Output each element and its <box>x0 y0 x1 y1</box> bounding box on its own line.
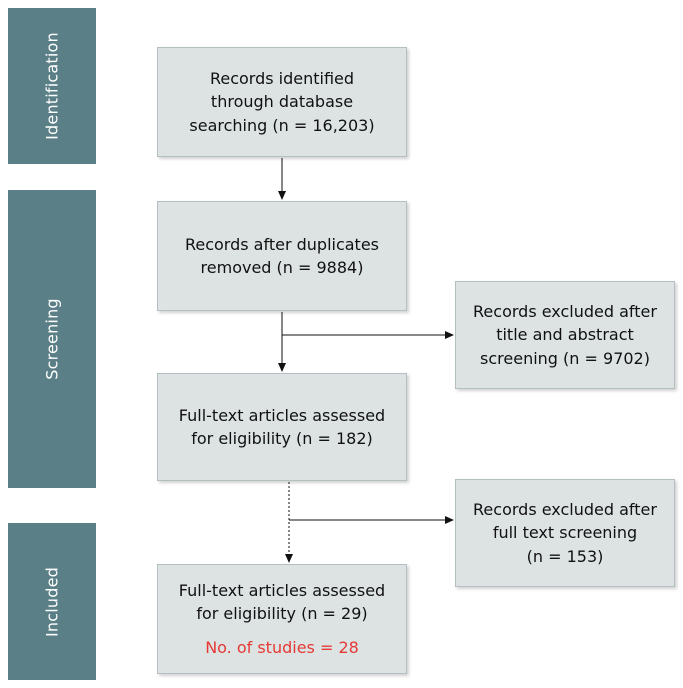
studies-count-label: No. of studies = 28 <box>205 637 359 657</box>
fulltext-assessed-line-1: Full-text articles assessed <box>178 405 386 425</box>
included-assessed-line-2: for eligibility (n = 29) <box>196 604 368 624</box>
records-identified-line-1: Records identified <box>209 69 355 89</box>
fulltext-assessed-line-2: for eligibility (n = 182) <box>191 429 373 448</box>
excluded-title-line-1: Records excluded after <box>473 302 657 322</box>
after-duplicates-line-1: Records after duplicates <box>184 234 380 254</box>
excluded-fulltext-line-1: Records excluded after <box>473 500 657 520</box>
stage-included: Included <box>8 523 96 680</box>
records-excluded-fulltext-box: Records excluded after full text screeni… <box>455 479 675 587</box>
records-after-duplicates-box: Records after duplicates removed (n = 98… <box>157 201 407 311</box>
records-identified-line-2: through database <box>210 92 354 112</box>
records-excluded-title-box: Records excluded after title and abstrac… <box>455 281 675 389</box>
excluded-fulltext-line-3: (n = 153) <box>526 546 604 566</box>
fulltext-assessed-box: Full-text articles assessed for eligibil… <box>157 373 407 481</box>
excluded-title-line-3: screening (n = 9702) <box>480 348 650 368</box>
stage-identification: Identification <box>8 8 96 164</box>
included-studies-box: Full-text articles assessed for eligibil… <box>157 564 407 674</box>
stage-screening: Screening <box>8 190 96 488</box>
records-identified-box: Records identified through database sear… <box>157 47 407 157</box>
records-identified-line-3: searching (n = 16,203) <box>189 115 375 135</box>
included-assessed-line-1: Full-text articles assessed <box>178 581 386 601</box>
excluded-title-line-2: title and abstract <box>496 325 634 345</box>
after-duplicates-line-2: removed (n = 9884) <box>200 258 364 277</box>
excluded-fulltext-line-2: full text screening <box>492 523 638 543</box>
